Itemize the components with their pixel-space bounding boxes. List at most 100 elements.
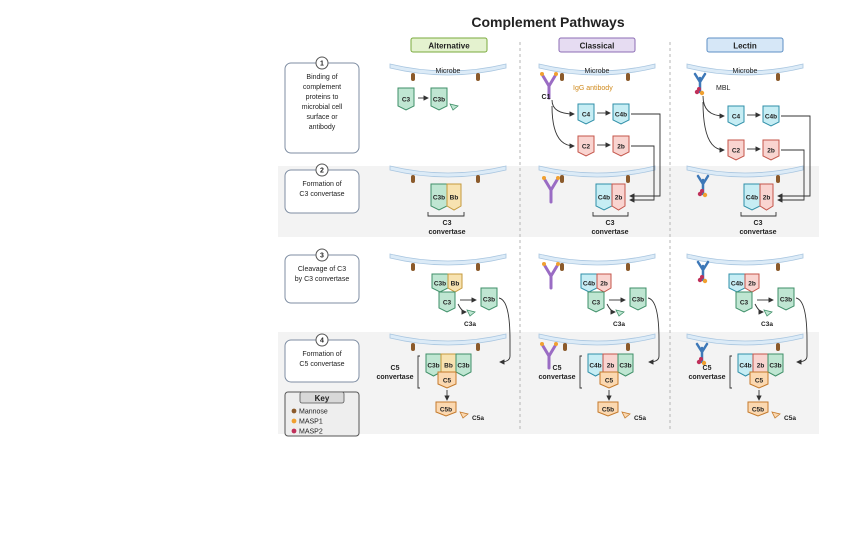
microbe-membrane [389, 63, 507, 76]
c5-protein-label: C5 [443, 378, 452, 385]
c2b-protein [744, 273, 760, 293]
c2-protein [577, 135, 595, 157]
mannose-icon [626, 73, 630, 81]
microbe-membrane [686, 253, 804, 266]
microbe-membrane [686, 333, 804, 346]
mannose-icon [560, 175, 564, 183]
c4b-protein [737, 353, 754, 377]
step-number: 3 [320, 253, 324, 260]
c5b-protein-label: C5b [440, 407, 452, 414]
arrow [795, 297, 808, 365]
igg-antibody-icon [541, 344, 557, 370]
arrow [647, 297, 660, 365]
key-title: Key [315, 394, 330, 403]
c3b-protein [430, 183, 448, 211]
c3-convertase-label: C3 [606, 220, 615, 227]
c4b-protein-label: C4b [598, 195, 610, 202]
c3-convertase-label: convertase [592, 229, 629, 236]
c5-protein-label: C5 [605, 378, 614, 385]
c5-protein [599, 371, 619, 389]
c3b-protein [767, 353, 784, 377]
mannose-icon [776, 175, 780, 183]
c3b-protein [617, 353, 634, 377]
c4b-protein [728, 273, 746, 293]
step-description-line: C3 convertase [299, 191, 344, 198]
microbe-label: Microbe [436, 68, 461, 75]
mannose-icon [563, 343, 567, 351]
microbe-membrane [538, 253, 656, 266]
c3-convertase-label: C3 [443, 220, 452, 227]
step-number-badge [315, 163, 329, 177]
diagram-title: Complement Pathways [471, 14, 624, 30]
microbe-membrane [538, 63, 656, 76]
c3b-protein [430, 87, 448, 111]
microbe-label: Microbe [585, 68, 610, 75]
c5-convertase-label: C5 [703, 365, 712, 372]
c3-protein [587, 291, 605, 313]
c4b-protein [580, 273, 598, 293]
mannose-icon [476, 343, 480, 351]
step-description-line: microbial cell [302, 104, 343, 111]
c1-subunit-icon [542, 262, 546, 266]
step-description-line: complement [303, 84, 341, 91]
c3b-protein-label: C3b [632, 297, 644, 304]
c3-protein [735, 291, 753, 313]
pathway-header-label: Classical [580, 42, 615, 51]
step-description-line: antibody [309, 124, 336, 131]
mannose-icon [476, 73, 480, 81]
arrow [551, 105, 575, 149]
c3a-fragment [763, 309, 773, 317]
c2-protein-label: C2 [732, 148, 741, 155]
step-number: 2 [320, 168, 324, 175]
bb-protein [447, 273, 463, 293]
bb-protein-label: Bb [450, 195, 459, 202]
c4b-protein [587, 353, 604, 377]
c3-protein [397, 87, 415, 111]
c3b-protein [455, 353, 472, 377]
mannose-icon [476, 175, 480, 183]
convertase-bracket [579, 355, 582, 389]
c3b-protein-label: C3b [457, 363, 469, 370]
c1-subunit-icon [554, 342, 558, 346]
masp2-icon [700, 189, 704, 193]
c5-convertase-label: convertase [539, 374, 576, 381]
mannose-icon [560, 263, 564, 271]
convertase-bracket [592, 212, 629, 217]
masp1-icon [702, 192, 708, 198]
c3b-protein-label: C3b [433, 97, 445, 104]
c3a-fragment [615, 309, 625, 317]
c3b-protein [480, 287, 498, 311]
c3b-protein [425, 353, 442, 377]
c1-subunit-icon [554, 72, 558, 76]
c4b-protein-label: C4b [739, 363, 751, 370]
c4-protein-label: C4 [582, 112, 591, 119]
c2b-protein-label: 2b [763, 195, 771, 202]
c2b-protein-label: 2b [615, 195, 623, 202]
c4-protein [727, 105, 745, 127]
convertase-bracket [427, 212, 465, 217]
step4-band [278, 332, 819, 434]
c2b-protein [612, 135, 630, 157]
masp2-icon [694, 89, 700, 95]
arrow [457, 303, 467, 315]
key-swatch [291, 428, 297, 434]
c3b-protein-label: C3b [433, 195, 445, 202]
c5-protein-label: C5 [755, 378, 764, 385]
c3b-protein-label: C3b [780, 297, 792, 304]
step-description-line: C5 convertase [299, 361, 344, 368]
c5-protein [749, 371, 769, 389]
c3b-protein-label: C3b [483, 297, 495, 304]
c5a-label: C5a [634, 415, 646, 422]
key-swatch [291, 408, 297, 414]
microbe-membrane [686, 165, 804, 178]
arrow [702, 95, 725, 119]
masp2-icon [697, 191, 703, 197]
mannose-icon [560, 73, 564, 81]
bb-protein-label: Bb [444, 363, 453, 370]
step-description-line: Formation of [302, 351, 341, 358]
c5b-protein-label: C5b [752, 407, 764, 414]
key-item-label: MASP1 [299, 419, 323, 426]
c2b-protein [596, 273, 612, 293]
c5a-label: C5a [784, 415, 796, 422]
